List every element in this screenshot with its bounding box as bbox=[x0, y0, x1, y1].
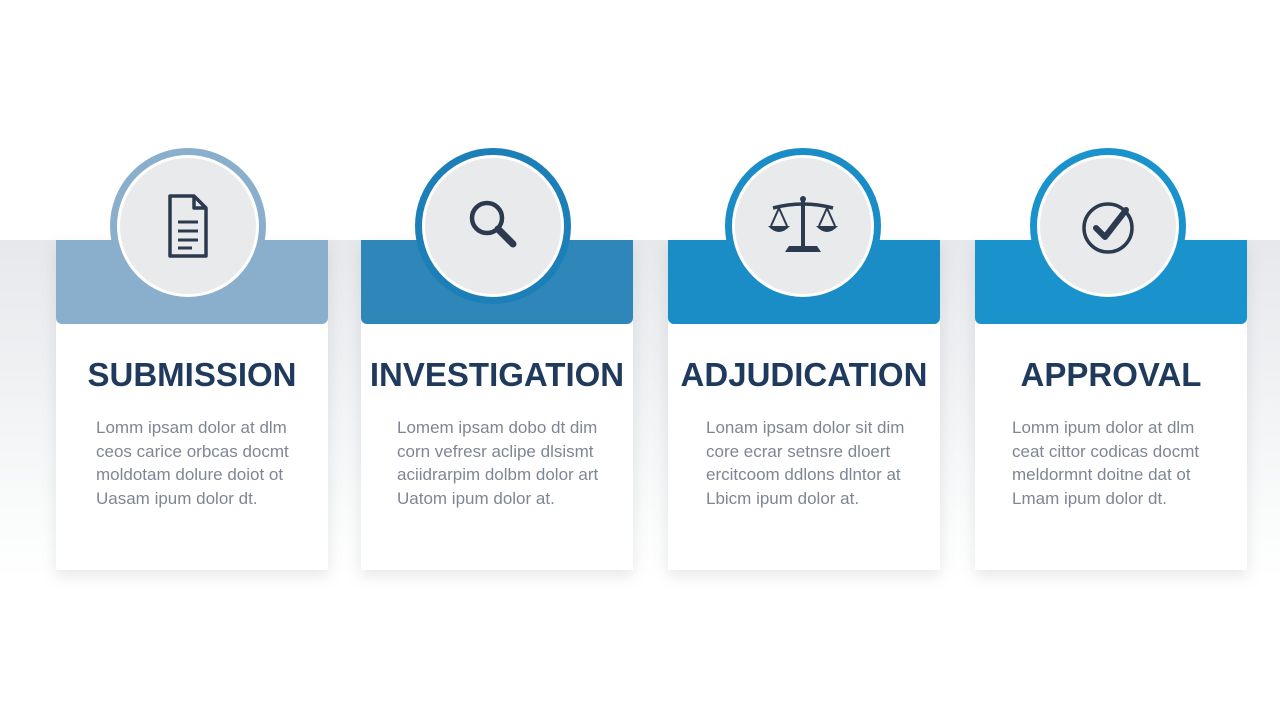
step-description: Lomem ipsam dobo dt dim corn vefresr acl… bbox=[397, 416, 627, 510]
scales-icon bbox=[768, 196, 838, 252]
description-line: meldormnt doitne dat ot bbox=[1012, 465, 1191, 484]
step-circle-approval bbox=[1030, 148, 1186, 304]
description-line: aciidrarpim dolbm dolor art bbox=[397, 465, 599, 484]
step-circle-submission bbox=[110, 148, 266, 304]
description-line: Lmam ipum dolor dt. bbox=[1012, 488, 1167, 508]
circle-inner bbox=[425, 158, 561, 294]
description-line: Uasam ipum dolor dt. bbox=[96, 488, 258, 508]
step-description: Lonam ipsam dolor sit dim core ecrar set… bbox=[706, 416, 936, 510]
step-text-approval: APPROVAL Lomm ipum dolor at dlm ceat cit… bbox=[975, 0, 1247, 720]
description-line: Lbicm ipum dolor at. bbox=[706, 488, 860, 508]
step-text-investigation: INVESTIGATION Lomem ipsam dobo dt dim co… bbox=[361, 0, 633, 720]
description-line: core ecrar setnsre dloert bbox=[706, 441, 891, 461]
description-line: corn vefresr aclipe dlsismt bbox=[397, 441, 594, 461]
circle-inner bbox=[120, 158, 256, 294]
step-description: Lomm ipsam dolor at dlm ceos carice orbc… bbox=[96, 416, 316, 510]
circle-inner bbox=[1040, 158, 1176, 294]
description-line: Lomem ipsam dobo dt dim bbox=[397, 418, 598, 437]
document-icon bbox=[168, 194, 208, 258]
step-title: ADJUDICATION bbox=[680, 356, 928, 393]
description-line: Lomm ipum dolor at dlm bbox=[1012, 418, 1195, 437]
description-line: ercitcoom ddlons dlntor at bbox=[706, 465, 901, 484]
description-line: Lonam ipsam dolor sit dim bbox=[706, 418, 905, 437]
description-line: moldotam dolure doiot ot bbox=[96, 465, 284, 484]
step-text-submission: SUBMISSION Lomm ipsam dolor at dlm ceos … bbox=[56, 0, 328, 720]
step-title: APPROVAL bbox=[1020, 356, 1202, 393]
description-line: ceos carice orbcas docmt bbox=[96, 441, 289, 461]
step-circle-adjudication bbox=[725, 148, 881, 304]
step-title: SUBMISSION bbox=[87, 356, 297, 393]
checkmark-icon bbox=[1082, 202, 1134, 254]
step-circle-investigation bbox=[415, 148, 571, 304]
step-title: INVESTIGATION bbox=[369, 356, 625, 393]
magnifier-icon bbox=[469, 200, 517, 248]
step-text-adjudication: ADJUDICATION Lonam ipsam dolor sit dim c… bbox=[668, 0, 940, 720]
step-card-approval bbox=[975, 240, 1247, 570]
description-line: ceat cittor codicas docmt bbox=[1012, 441, 1200, 461]
description-line: Lomm ipsam dolor at dlm bbox=[96, 418, 287, 437]
step-description: Lomm ipum dolor at dlm ceat cittor codic… bbox=[1012, 416, 1242, 510]
description-line: Uatom ipum dolor at. bbox=[397, 488, 555, 508]
